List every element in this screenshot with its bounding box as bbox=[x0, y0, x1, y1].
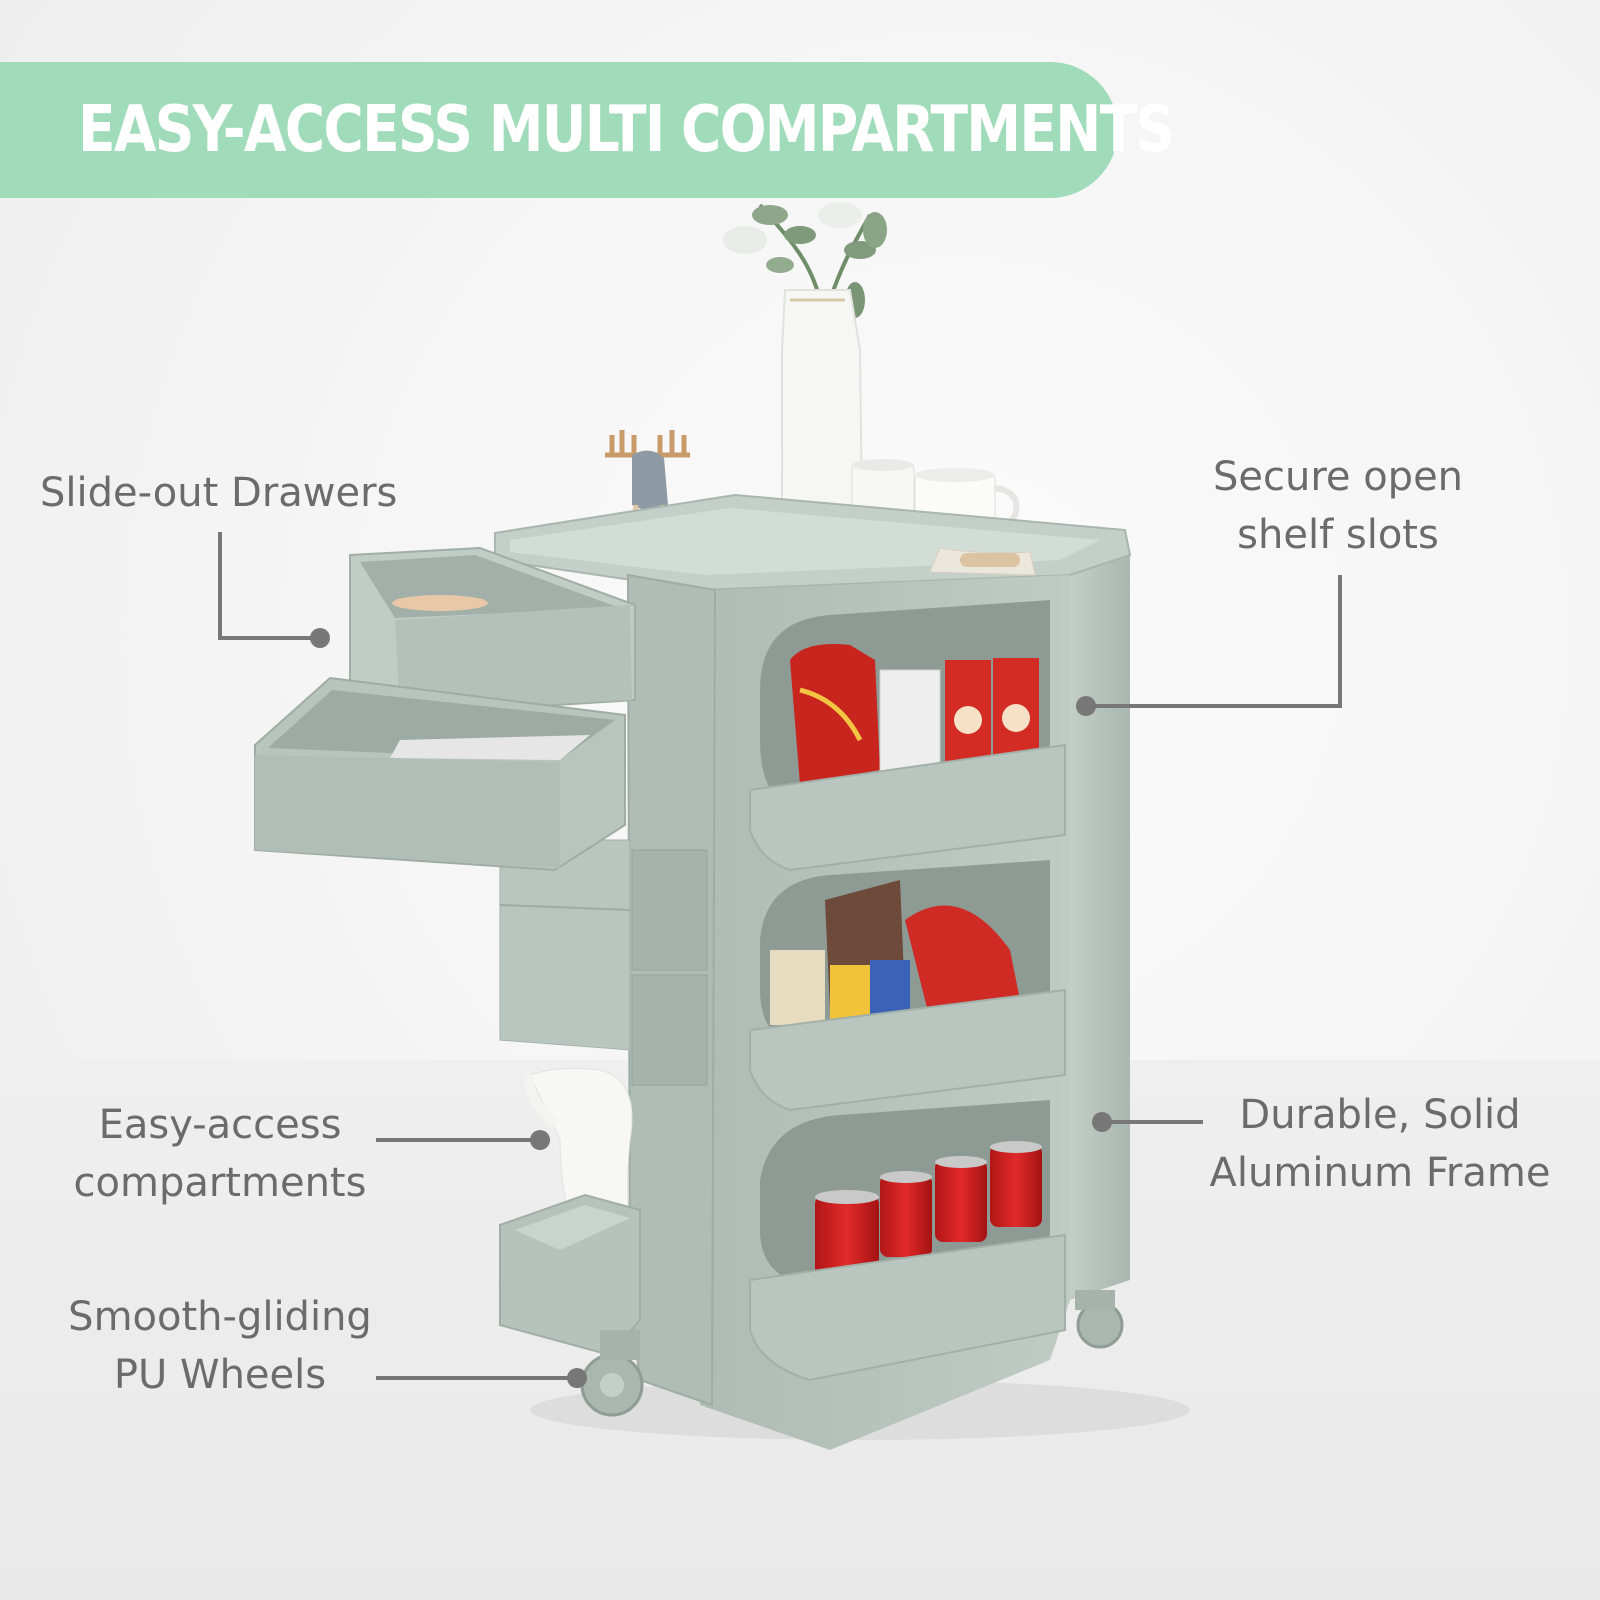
label-slide-out-drawers: Slide-out Drawers bbox=[40, 470, 398, 516]
cart-side-panel bbox=[1070, 540, 1130, 1300]
label-compartments-line-1: Easy-access bbox=[98, 1102, 342, 1148]
callout-line-shelf bbox=[1086, 575, 1342, 708]
label-frame-line-1: Durable, Solid bbox=[1239, 1092, 1521, 1138]
callout-dot-compartments bbox=[530, 1130, 550, 1150]
callout-dot-wheels bbox=[567, 1368, 587, 1388]
title-banner: EASY-ACCESS MULTI COMPARTMENTS bbox=[0, 62, 1175, 198]
label-wheels-line-1: Smooth-gliding bbox=[68, 1294, 372, 1340]
bottom-tray bbox=[499, 1067, 641, 1357]
shelf-lower bbox=[749, 1100, 1066, 1382]
callout-dot-shelf bbox=[1076, 696, 1096, 716]
label-shelf-line-1: Secure open bbox=[1212, 454, 1464, 500]
label-secure-open-shelf-slots: Secure open shelf slots bbox=[1168, 448, 1508, 564]
slide-out-drawer-top bbox=[349, 546, 636, 717]
callout-dot-frame bbox=[1092, 1112, 1112, 1132]
label-wheels-line-2: PU Wheels bbox=[113, 1352, 327, 1398]
callout-line-drawers bbox=[218, 532, 320, 640]
label-compartments-line-2: compartments bbox=[73, 1160, 367, 1206]
wheels bbox=[580, 1290, 1124, 1417]
callout-lines bbox=[218, 532, 1342, 1380]
label-durable-solid-aluminum-frame: Durable, Solid Aluminum Frame bbox=[1180, 1086, 1580, 1202]
label-frame-line-2: Aluminum Frame bbox=[1209, 1150, 1551, 1196]
label-smooth-gliding-pu-wheels: Smooth-gliding PU Wheels bbox=[40, 1288, 400, 1404]
callout-dot-drawers bbox=[310, 628, 330, 648]
shelf-middle bbox=[749, 860, 1066, 1112]
slide-out-drawer-bottom bbox=[254, 676, 626, 872]
flower-vase bbox=[723, 202, 887, 511]
label-shelf-line-2: shelf slots bbox=[1237, 512, 1439, 558]
shelf-upper bbox=[749, 600, 1066, 872]
label-easy-access-compartments: Easy-access compartments bbox=[50, 1096, 390, 1212]
